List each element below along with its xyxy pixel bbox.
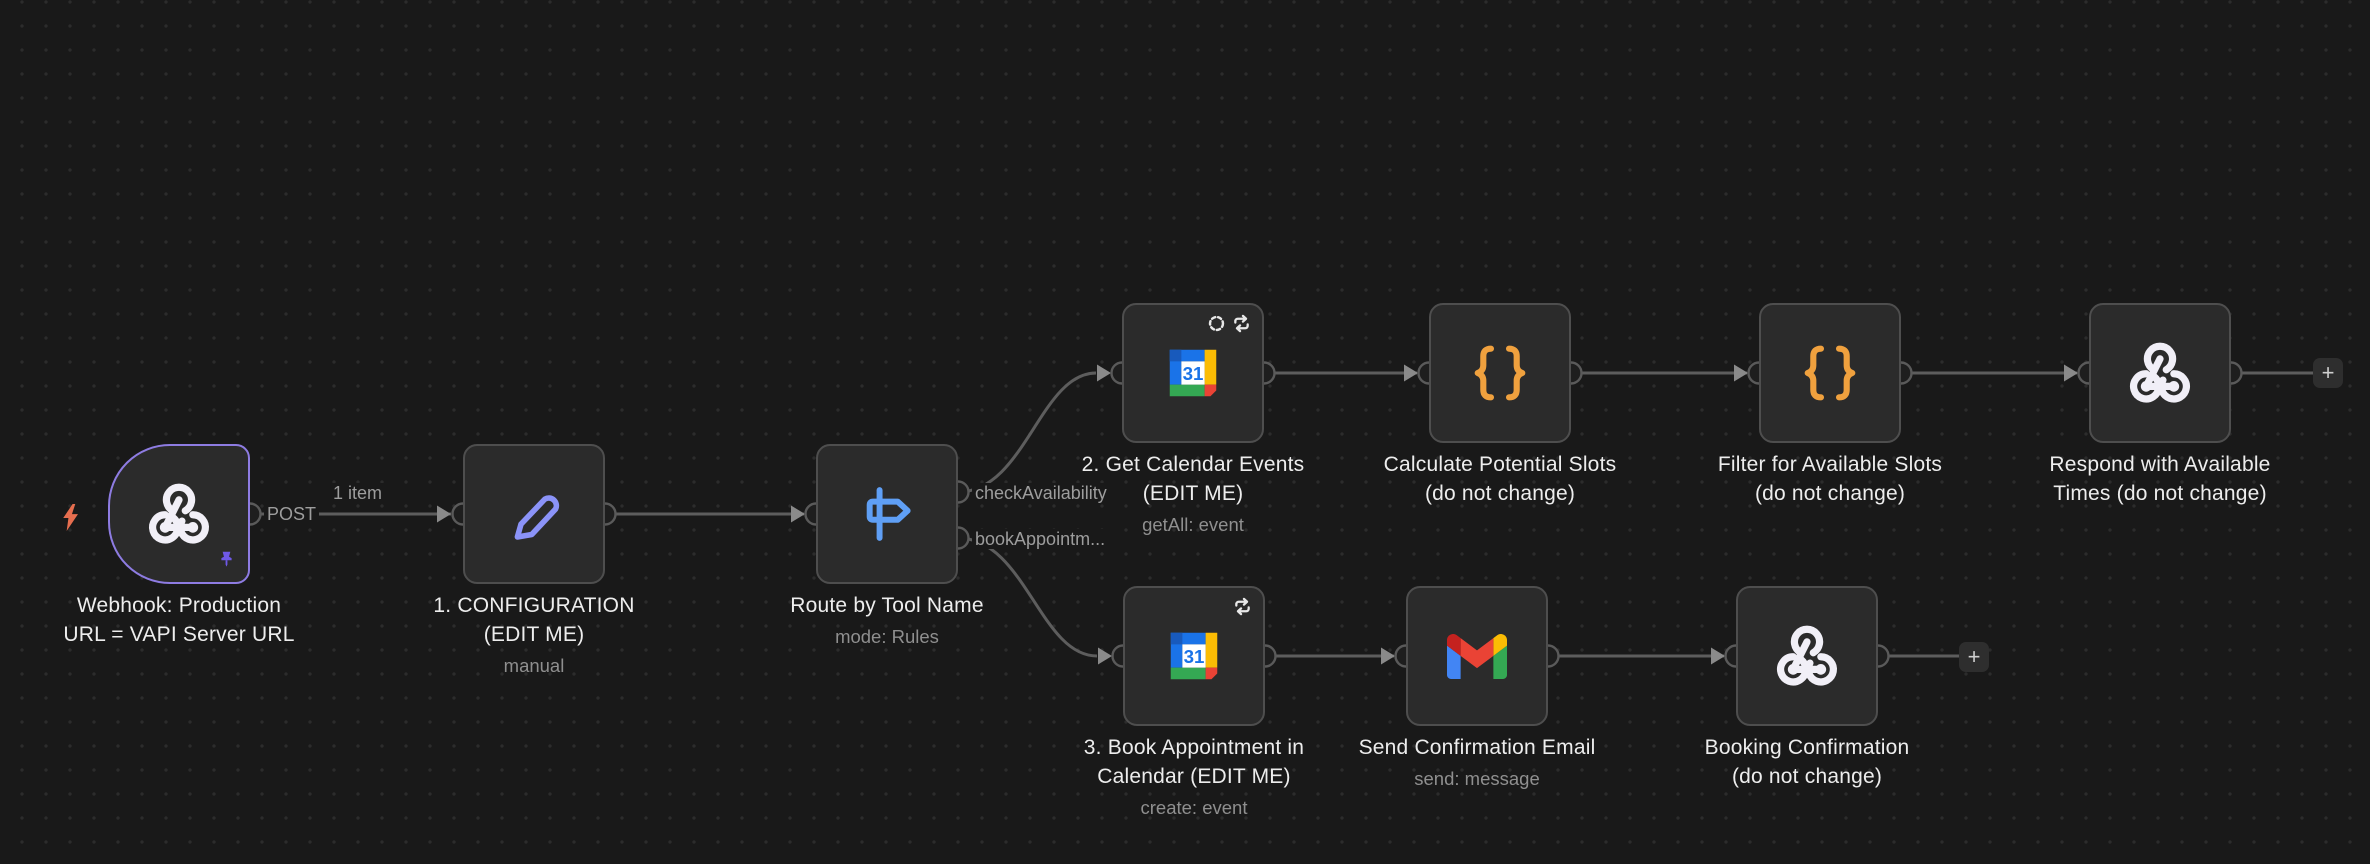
- google-calendar-icon: 31: [1170, 632, 1218, 680]
- svg-text:31: 31: [1184, 646, 1205, 667]
- edge-label-post: POST: [264, 504, 320, 524]
- node-label[interactable]: Send Confirmation Email: [1358, 736, 1596, 759]
- lightning-trigger-icon: [62, 504, 79, 536]
- pencil-icon: [514, 495, 560, 540]
- edge-label-checkavailability: checkAvailability: [972, 483, 1110, 503]
- node-box-get-calendar-events[interactable]: 31: [1122, 303, 1264, 443]
- node-box-configuration[interactable]: [463, 444, 605, 584]
- svg-text:31: 31: [1183, 363, 1204, 384]
- node-label[interactable]: 3. Book Appointment in Calendar (EDIT ME…: [1083, 736, 1305, 788]
- arrowhead: [1734, 364, 1748, 382]
- arrowhead: [1711, 647, 1725, 665]
- node-label[interactable]: 1. CONFIGURATION (EDIT ME): [433, 594, 635, 646]
- node-label[interactable]: Webhook: Production URL = VAPI Server UR…: [63, 594, 295, 646]
- node-label[interactable]: Booking Confirmation (do not change): [1704, 736, 1910, 788]
- arrowhead: [1097, 364, 1111, 382]
- google-calendar-icon: 31: [1169, 349, 1217, 397]
- code-icon: [1804, 345, 1856, 401]
- webhook-icon: [1777, 625, 1837, 686]
- node-subtitle: create: event: [1140, 797, 1248, 818]
- arrowhead: [791, 505, 805, 523]
- node-box-booking-confirmation[interactable]: [1736, 586, 1878, 726]
- pinned-icon: [218, 550, 235, 573]
- node-subtitle: send: message: [1414, 768, 1540, 789]
- node-filter-for-available-slots: Filter for Available Slots (do not chang…: [1718, 303, 1942, 505]
- node-configuration: 1. CONFIGURATION (EDIT ME) manual: [433, 444, 634, 676]
- node-box-calculate-potential-slots[interactable]: [1429, 303, 1571, 443]
- retry-on-fail-icon: [1235, 597, 1250, 616]
- node-subtitle: getAll: event: [1142, 514, 1244, 535]
- always-output-data-icon: [1208, 315, 1225, 332]
- node-subtitle: manual: [503, 655, 565, 676]
- node-webhook-trigger: Webhook: Production URL = VAPI Server UR…: [63, 444, 294, 646]
- arrowhead: [1404, 364, 1418, 382]
- node-box-webhook-trigger[interactable]: [108, 444, 250, 584]
- webhook-icon: [149, 483, 209, 544]
- node-respond-with-available-times: Respond with Available Times (do not cha…: [2049, 303, 2270, 505]
- node-box-respond-with-available-times[interactable]: [2089, 303, 2231, 443]
- add-node-button[interactable]: +: [1959, 642, 1989, 672]
- node-label[interactable]: 2. Get Calendar Events (EDIT ME): [1081, 453, 1305, 505]
- arrowhead: [437, 505, 451, 523]
- node-calculate-potential-slots: Calculate Potential Slots (do not change…: [1384, 303, 1616, 505]
- arrowhead: [1381, 647, 1395, 665]
- node-label[interactable]: Filter for Available Slots (do not chang…: [1717, 453, 1943, 505]
- node-subtitle: mode: Rules: [835, 626, 939, 647]
- arrowhead: [2064, 364, 2078, 382]
- node-booking-confirmation: Booking Confirmation (do not change): [1705, 586, 1909, 788]
- node-box-send-confirmation-email[interactable]: [1406, 586, 1548, 726]
- node-get-calendar-events: 31 2. Get Calendar Events (EDIT ME) getA…: [1082, 303, 1304, 535]
- node-send-confirmation-email: Send Confirmation Email send: message: [1359, 586, 1595, 789]
- node-book-appointment-in-calendar: 31 3. Book Appointment in Calendar (EDIT…: [1084, 586, 1304, 818]
- node-box-filter-for-available-slots[interactable]: [1759, 303, 1901, 443]
- retry-on-fail-icon: [1234, 314, 1249, 333]
- signpost-icon: [866, 487, 911, 541]
- node-label[interactable]: Route by Tool Name: [790, 594, 984, 617]
- code-icon: [1474, 345, 1526, 401]
- arrowhead: [1098, 647, 1112, 665]
- node-box-book-appointment-in-calendar[interactable]: 31: [1123, 586, 1265, 726]
- edge-label-bookappointment: bookAppointm...: [972, 529, 1109, 549]
- node-label[interactable]: Respond with Available Times (do not cha…: [2049, 453, 2271, 505]
- node-box-route-by-tool-name[interactable]: [816, 444, 958, 584]
- node-route-by-tool-name: Route by Tool Name mode: Rules: [790, 444, 984, 647]
- webhook-icon: [2130, 342, 2190, 403]
- gmail-icon: [1447, 633, 1507, 679]
- node-label[interactable]: Calculate Potential Slots (do not change…: [1383, 453, 1617, 505]
- edge-label-items-count: 1 item: [330, 483, 386, 503]
- add-node-button[interactable]: +: [2313, 358, 2343, 388]
